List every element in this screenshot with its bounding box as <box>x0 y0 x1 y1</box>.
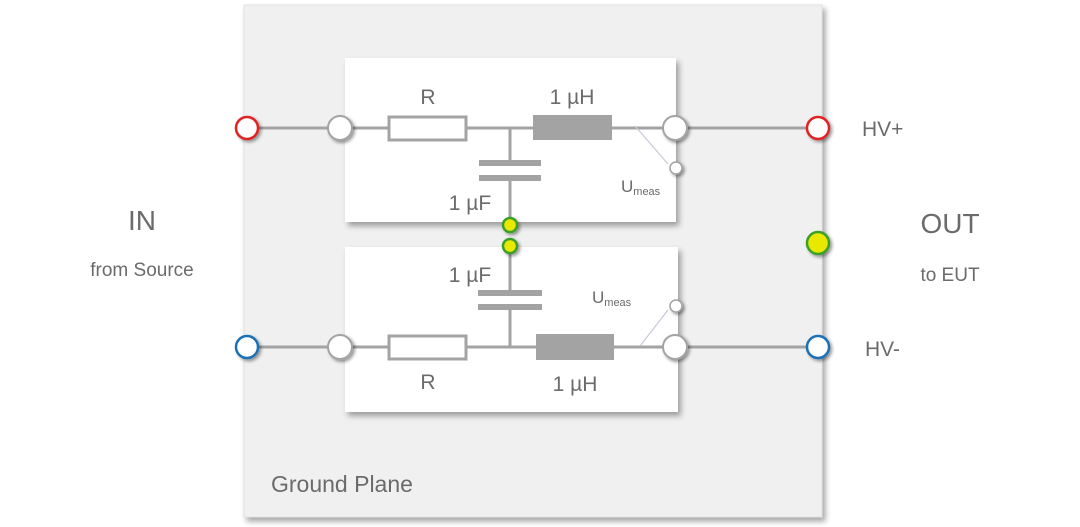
resistor <box>387 334 468 361</box>
ground-plane-label: Ground Plane <box>271 471 413 497</box>
hv-plus-label: HV+ <box>862 118 903 141</box>
ground-node <box>501 216 519 234</box>
in-subtitle: from Source <box>90 260 193 281</box>
top-meas-label: Umeas <box>621 177 661 198</box>
hv-minus-output-terminal <box>805 334 831 360</box>
bottom-meas-label: Umeas <box>592 288 632 309</box>
node <box>662 334 688 360</box>
meas-wire <box>639 309 669 347</box>
inductor <box>533 115 612 140</box>
out-title: OUT <box>920 208 979 239</box>
inductor <box>536 334 614 360</box>
hv-plus-input-terminal <box>234 115 260 141</box>
out-subtitle: to EUT <box>920 265 980 286</box>
hv-plus-output-terminal <box>805 115 831 141</box>
node <box>662 115 688 141</box>
node <box>327 115 353 141</box>
capacitor-plate <box>479 160 541 166</box>
ground-node <box>501 237 519 255</box>
node <box>327 334 353 360</box>
resistor <box>387 115 468 142</box>
top-inductor-label: 1 µH <box>550 86 595 109</box>
hv-minus-label: HV- <box>865 338 900 361</box>
bottom-resistor-label: R <box>420 371 435 394</box>
capacitor-plate <box>478 290 542 296</box>
top-resistor-label: R <box>420 86 435 109</box>
ground-output-terminal <box>805 230 831 256</box>
meas-node <box>669 299 683 313</box>
bottom-capacitor-label: 1 µF <box>449 264 491 287</box>
in-title: IN <box>128 205 156 236</box>
bottom-inductor-label: 1 µH <box>553 373 598 396</box>
capacitor-plate <box>479 175 541 181</box>
hv-minus-input-terminal <box>234 334 260 360</box>
meas-node <box>669 161 683 175</box>
top-capacitor-label: 1 µF <box>449 192 491 215</box>
meas-wire <box>634 125 669 165</box>
capacitor-plate <box>478 304 542 310</box>
